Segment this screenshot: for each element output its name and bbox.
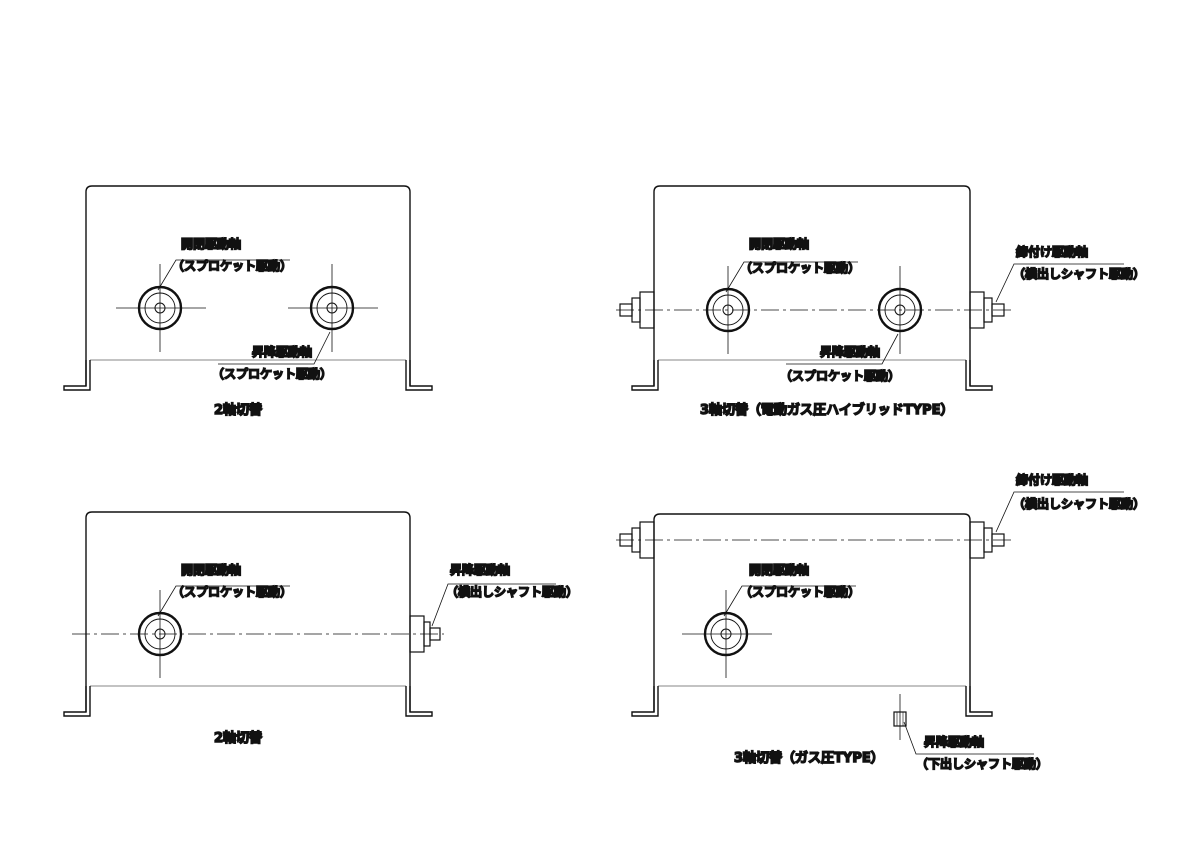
lift-side-shaft	[409, 615, 441, 653]
mounting-foot-left	[63, 360, 91, 391]
mounting-foot-right	[965, 360, 993, 391]
label-tightening-drive: （横出しシャフト駆動）	[1013, 496, 1145, 511]
tightening-shaft-right	[969, 291, 1005, 329]
label-lift-drive: （下出しシャフト駆動）	[916, 756, 1048, 771]
label-tightening-shaft: 締付け駆動軸	[1016, 472, 1088, 487]
leader-line-lift	[218, 331, 331, 365]
housing-outline	[653, 185, 971, 386]
caption-diagram-3: 2軸切替	[214, 730, 263, 746]
caption-diagram-2: 3軸切替（電動ガス圧ハイブリッドTYPE）	[700, 402, 953, 418]
housing-outline	[85, 511, 411, 712]
label-tightening-drive: （横出しシャフト駆動）	[1013, 266, 1145, 281]
label-open-close-drive: （スプロケット駆動）	[172, 258, 292, 273]
mounting-foot-right	[405, 360, 433, 391]
open-close-shaft-sprocket	[705, 266, 751, 354]
open-close-shaft-sprocket	[137, 590, 183, 678]
lift-shaft-sprocket	[288, 264, 378, 352]
diagram-3axis-hybrid: 開閉駆動軸 （スプロケット駆動） 締付け駆動軸 （横出しシャフト駆動） 昇降駆動…	[616, 185, 1146, 419]
diagram-2axis-sprocket: 開閉駆動軸 （スプロケット駆動） 昇降駆動軸 （スプロケット駆動） 2軸切替	[63, 185, 433, 419]
tightening-shaft-right	[969, 521, 1005, 559]
diagram-3axis-gas: 締付け駆動軸 （横出しシャフト駆動） 開閉駆動軸 （スプロケット駆動） 昇降駆動…	[616, 471, 1146, 772]
leader-line-lift	[431, 583, 556, 627]
leader-line-lift	[786, 333, 899, 365]
caption-diagram-4: 3軸切替（ガス圧TYPE）	[734, 750, 884, 766]
leader-line-lift	[903, 721, 1034, 755]
label-open-close-shaft: 開閉駆動軸	[749, 236, 809, 251]
label-lift-shaft: 昇降駆動軸	[924, 734, 984, 749]
caption-diagram-1: 2軸切替	[214, 402, 263, 418]
label-open-close-shaft: 開閉駆動軸	[749, 562, 809, 577]
label-lift-shaft: 昇降駆動軸	[252, 344, 312, 359]
mounting-foot-right	[965, 686, 993, 717]
label-lift-drive: （横出しシャフト駆動）	[446, 584, 578, 599]
mounting-foot-left	[631, 360, 659, 391]
housing-outline	[85, 185, 411, 386]
label-open-close-drive: （スプロケット駆動）	[172, 584, 292, 599]
mounting-foot-right	[405, 686, 433, 717]
label-lift-drive: （スプロケット駆動）	[780, 368, 900, 383]
leader-line-open-close	[725, 261, 858, 293]
label-open-close-drive: （スプロケット駆動）	[740, 260, 860, 275]
mounting-foot-left	[63, 686, 91, 717]
left-side-shaft	[619, 291, 655, 329]
open-close-shaft-sprocket	[682, 590, 772, 678]
label-tightening-shaft: 締付け駆動軸	[1016, 244, 1088, 259]
lift-bottom-shaft	[893, 694, 907, 740]
diagram-2axis-side-shaft: 開閉駆動軸 （スプロケット駆動） 昇降駆動軸 （横出しシャフト駆動） 2軸切替	[63, 511, 579, 747]
leader-line-tightening	[995, 263, 1124, 303]
label-open-close-shaft: 開閉駆動軸	[181, 236, 241, 251]
housing-outline	[653, 513, 971, 712]
lift-shaft-sprocket	[877, 266, 923, 354]
label-lift-shaft: 昇降駆動軸	[820, 344, 880, 359]
label-lift-drive: （スプロケット駆動）	[212, 366, 332, 381]
leader-line-tightening	[995, 491, 1124, 533]
open-close-shaft-sprocket	[116, 264, 206, 352]
leader-line-open-close	[723, 585, 856, 617]
leader-line-open-close	[157, 585, 290, 617]
label-open-close-drive: （スプロケット駆動）	[740, 584, 860, 599]
leader-line-open-close	[157, 259, 290, 291]
label-lift-shaft: 昇降駆動軸	[450, 562, 510, 577]
mounting-foot-left	[631, 686, 659, 717]
label-open-close-shaft: 開閉駆動軸	[181, 562, 241, 577]
left-side-shaft	[619, 521, 655, 559]
